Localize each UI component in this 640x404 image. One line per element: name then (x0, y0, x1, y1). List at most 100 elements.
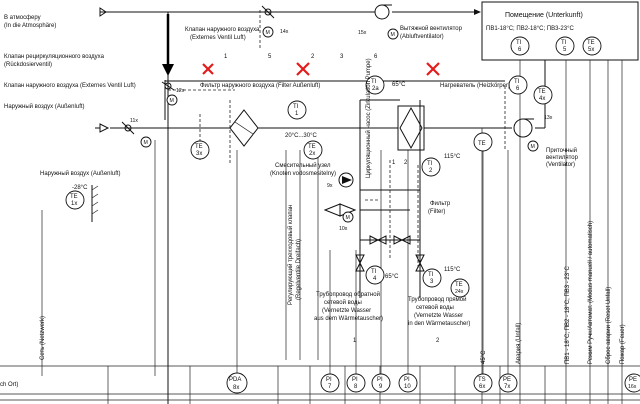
svg-text:2: 2 (429, 168, 433, 174)
right-col2-label: Режим Ручн/Автомат. (Modus manuell / aut… (588, 221, 594, 364)
pi-7: PI 7 (320, 373, 340, 393)
te-1x: TE 1x (65, 190, 85, 210)
ti-5: TI 5 (555, 36, 575, 56)
pump-icon (338, 172, 354, 188)
te-2x: TE 2x (303, 140, 323, 160)
filter-label: Фильтр наружного воздуха (Filter Außenlu… (200, 83, 320, 89)
heater-label: Нагреватель (Heizkörper) (440, 83, 510, 89)
svg-text:1: 1 (295, 111, 299, 117)
atmosphere-label: В атмосферу (4, 15, 41, 21)
recirc-valve-label: Клапан рециркуляционного воздуха (4, 54, 105, 60)
outside-air-label-2: Наружный воздух (Außenluft) (40, 170, 121, 177)
room-box (481, 1, 639, 61)
svg-text:9x: 9x (327, 183, 333, 189)
recirc-valve-de-label: (Rückdosierventil) (4, 62, 52, 68)
ti-2a: TI 2a (365, 75, 385, 95)
svg-text:PI: PI (326, 377, 332, 383)
pi-9: PI 9 (371, 373, 391, 393)
svg-text:TE: TE (70, 194, 78, 200)
svg-text:TI: TI (427, 161, 433, 167)
ti-3: TI 3 (422, 268, 442, 288)
filter2-de-label: (Filter) (428, 209, 445, 215)
room-label: Помещение (Unterkunft) (505, 12, 583, 19)
ti-1: TI 1 (287, 100, 307, 120)
return-pipe-line3: (Vernetzte Wasser (322, 308, 371, 314)
mixing-node-label: Смесительный узел (275, 162, 331, 169)
svg-text:8x: 8x (233, 385, 239, 391)
t115-label: 115°C (444, 154, 461, 160)
pump-label: Циркуляционный насос (Zirkulation Pumpe) (365, 58, 372, 178)
arrow-icon (99, 7, 107, 17)
svg-text:TI: TI (293, 104, 299, 110)
ti-6b: TI 6 (508, 75, 528, 95)
supply-pipe-line1: Трубопровод прямой (408, 296, 466, 303)
red-cross-marks (202, 62, 440, 76)
pe-16x: PE 16x (624, 373, 640, 393)
svg-text:7x: 7x (504, 384, 510, 390)
supply-pipe-line3: (Vernetzte Wasser (414, 313, 463, 319)
svg-text:PI: PI (377, 377, 383, 383)
svg-text:TI: TI (371, 79, 377, 85)
svg-text:6x: 6x (479, 384, 485, 390)
svg-text:PE: PE (629, 377, 637, 383)
supply-fan-icon (513, 118, 534, 138)
control-lines (168, 10, 506, 270)
supply-fan-label-2: вентилятор (546, 155, 579, 161)
exhaust-fan-de-label: (Abluftventilator) (400, 34, 444, 40)
svg-text:10: 10 (404, 384, 411, 390)
atmosphere-de-label: (In die Atmosphäre) (4, 23, 56, 29)
labels: В атмосферу (In die Atmosphäre) Клапан р… (0, 12, 583, 388)
t45-label: 45°C (481, 350, 487, 364)
top-valve-de-label: (Externes Ventil Luft) (190, 35, 246, 41)
net-label: Сеть (Netzwerk) (40, 316, 46, 360)
svg-text:TI: TI (516, 40, 522, 46)
right-col1-label: ПВ1 - 18°С; ПВ2 - 18°С; ПВ3 - 23°С (565, 265, 571, 364)
te-3x: TE 3x (190, 140, 210, 160)
instrument-bubbles: TI 1 TI 2a TE 2x TE 3x TE 1x TI 2 (65, 36, 640, 394)
pe-7x: PE 7x (498, 373, 518, 393)
svg-text:TS: TS (478, 377, 486, 383)
svg-text:15x: 15x (358, 30, 367, 36)
reg-valve-label: Регулирующий трехходовый клапан (287, 205, 294, 305)
motor-label: M (531, 144, 535, 150)
te: TE (473, 132, 493, 152)
svg-text:PE: PE (503, 377, 511, 383)
svg-text:5: 5 (268, 54, 272, 60)
svg-text:2x: 2x (309, 151, 315, 157)
svg-text:3x: 3x (196, 151, 202, 157)
motor-label: M (144, 140, 148, 146)
outside-air-label: Наружный воздух (Außenluft) (4, 103, 85, 110)
return-pipe-line1: Трубопровод обратной (316, 291, 380, 298)
svg-text:2: 2 (311, 54, 315, 60)
heater-symbol (397, 105, 425, 151)
svg-text:TE: TE (478, 141, 486, 147)
arrow-icon (99, 123, 110, 133)
svg-text:3: 3 (430, 279, 434, 285)
mixing-node-de-label: (Knoten vodosmesitelny) (270, 171, 336, 177)
motor-label: M (170, 98, 174, 104)
svg-text:TI: TI (514, 79, 520, 85)
svg-text:12x: 12x (176, 88, 185, 94)
return-pipe-line4: aus dem Wärmetauscher) (314, 316, 383, 322)
svg-text:TI: TI (561, 40, 567, 46)
svg-text:10x: 10x (339, 226, 348, 232)
svg-text:1: 1 (353, 338, 357, 344)
return-pipe-line2: сетевой воды (324, 299, 362, 306)
svg-text:1: 1 (224, 54, 228, 60)
svg-text:7: 7 (328, 384, 332, 390)
ti-2: TI 2 (421, 157, 441, 177)
te-4x: TE 4x (533, 85, 553, 105)
right-col4-label: Пожар (Feuer) (620, 324, 626, 364)
supply-fan-label: Приточный (546, 147, 577, 154)
svg-text:16x: 16x (628, 384, 637, 390)
reg-valve-de-label: (Regelventile Dreifach) (296, 239, 302, 300)
supply-fan-de-label: (Ventilator) (546, 162, 575, 168)
arrow-icon (474, 9, 481, 15)
rotated-labels: Сеть (Netzwerk) Регулирующий трехходовый… (40, 58, 626, 364)
svg-text:4: 4 (373, 276, 377, 282)
pi-8: PI 8 (346, 373, 366, 393)
svg-text:5x: 5x (588, 47, 594, 53)
ti-4: TI 4 (365, 265, 385, 285)
